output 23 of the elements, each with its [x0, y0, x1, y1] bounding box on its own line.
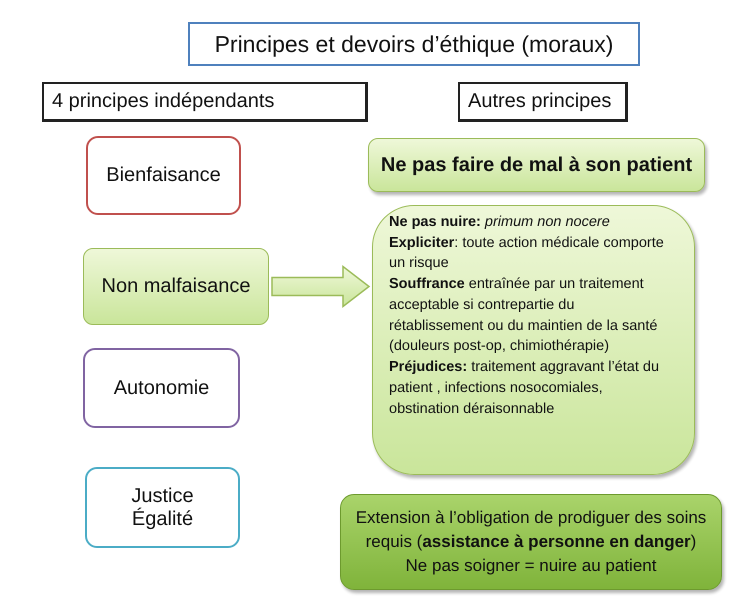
banner-box: [368, 138, 705, 192]
title-box: Principes et devoirs d’éthique (moraux): [188, 22, 640, 66]
principle-box: [83, 248, 269, 325]
box-text: Ne pas nuire: primum non nocere: [389, 213, 611, 232]
box-text: Bienfaisance: [106, 164, 221, 187]
box-text: Extension à l’obligation de prodiguer des soins requis (assistance à personne en danger): [354, 507, 708, 554]
footer-box: [340, 494, 722, 590]
box-text: Justice Égalité: [130, 484, 195, 530]
box-text: Ne pas faire de mal à son patient: [380, 154, 692, 176]
box-text: Préjudices: traitement aggravant l’état du patient , infections nosocomiales, obstination déraisonnable: [389, 358, 660, 419]
principle-box: [85, 467, 240, 548]
box-text: Autonomie: [114, 376, 210, 400]
box-text: 4 principes indépendants: [52, 90, 274, 113]
box-text: Ne pas soigner = nuire au patient: [406, 554, 656, 577]
detail-box: [372, 205, 695, 475]
box-text: Souffrance entraînée par un traitement acceptable si contrepartie du rétablissement ou du maintien de la santé (douleurs post-op, chimiothérapie): [389, 275, 658, 356]
box-text: Autres principes: [468, 90, 612, 113]
block-arrow: [271, 264, 370, 308]
header-box: [458, 82, 628, 122]
principle-box: [83, 348, 240, 428]
header-box: [42, 82, 368, 122]
principle-box: [86, 136, 241, 215]
box-text: Non malfaisance: [102, 275, 250, 298]
